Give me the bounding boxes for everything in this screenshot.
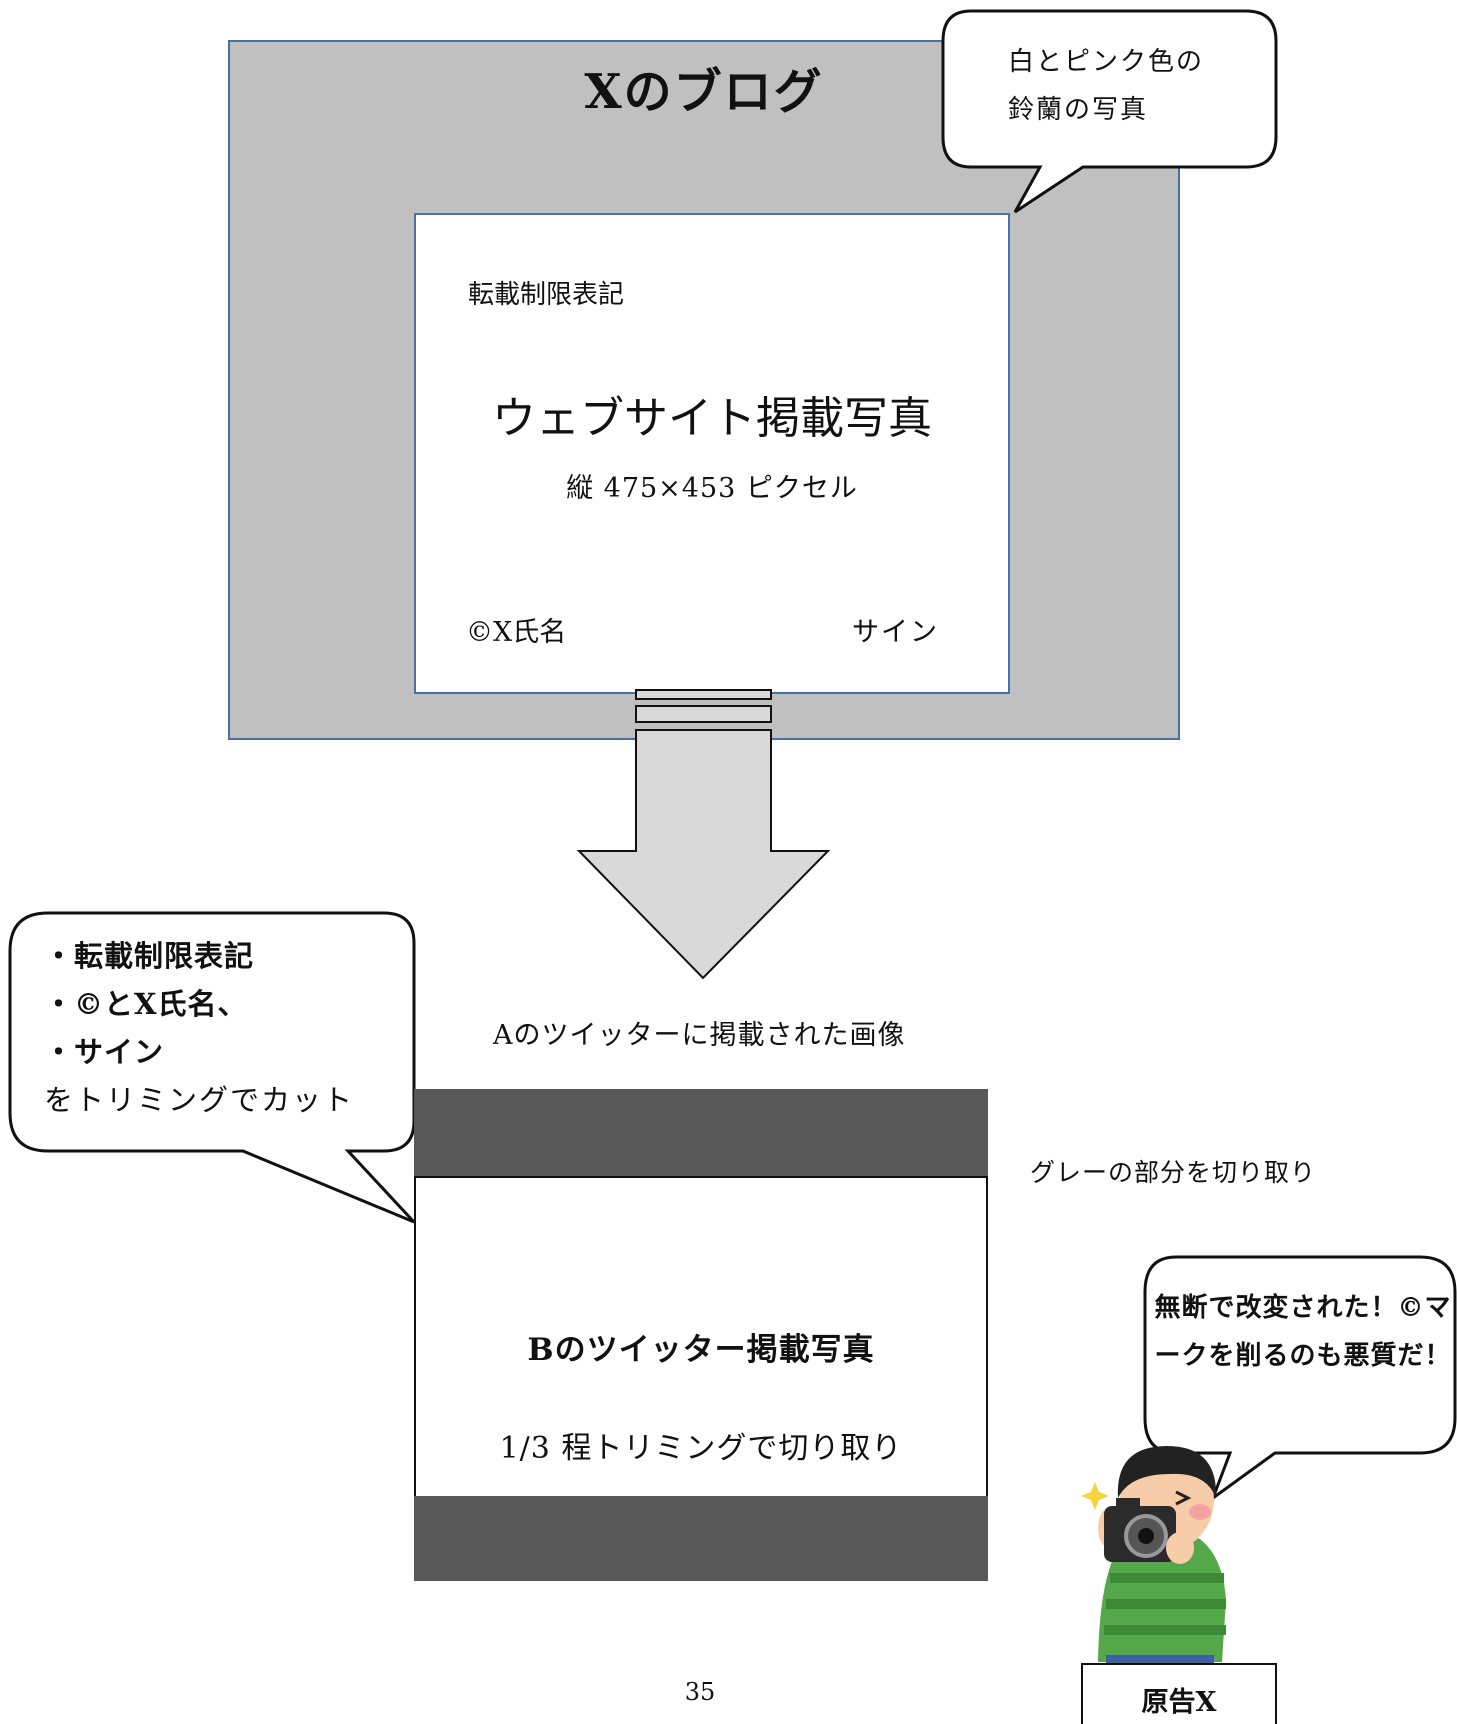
tweet-photo-box	[414, 1176, 988, 1498]
signature-label: サイン	[852, 617, 939, 648]
trimmed-item: ・サイン	[44, 1035, 165, 1069]
trimmed-items-bubble	[8, 911, 416, 1224]
plaintiff-label: 原告X	[1141, 1687, 1217, 1718]
photographer-illustration	[1081, 1446, 1226, 1665]
trimmed-items-text: ・転載制限表記 ・©とX氏名、 ・サイン をトリミングでカット	[44, 932, 354, 1124]
restriction-label: 転載制限表記	[468, 280, 625, 310]
cropped-top-strip	[414, 1089, 988, 1178]
plaintiff-quote-bubble	[1143, 1255, 1457, 1503]
copyright-label: ©X氏名	[466, 617, 567, 648]
plaintiff-box	[1081, 1663, 1277, 1724]
tweet-caption: Aのツイッターに掲載された画像	[493, 1020, 906, 1051]
photo-description-text: 白とピンク色の 鈴蘭の写真	[1008, 38, 1204, 134]
cropped-bottom-strip	[414, 1496, 988, 1581]
page-number: 35	[684, 1678, 716, 1706]
down-arrow	[576, 689, 831, 980]
photo-description-line: 白とピンク色の	[1008, 47, 1205, 77]
sparkle-icon	[1081, 1482, 1109, 1510]
photo-description-line: 鈴蘭の写真	[1008, 95, 1149, 125]
trimmed-item: ・©とX氏名、	[44, 987, 248, 1021]
trimmed-item: ・転載制限表記	[44, 939, 255, 973]
trim-note: 1/3 程トリミングで切り取り	[499, 1431, 903, 1466]
plaintiff-quote-text: 無断で改変された！©マークを削るのも悪質だ！	[1154, 1293, 1452, 1371]
website-photo-size: 縦 475×453 ピクセル	[566, 473, 858, 504]
gray-note: グレーの部分を切り取り	[1030, 1158, 1317, 1187]
website-photo-title: ウェブサイト掲載写真	[492, 393, 932, 444]
photo-description-bubble	[941, 9, 1278, 214]
blog-title: Xのブログ	[584, 64, 824, 120]
tweet-photo-title: Bのツイッター掲載写真	[527, 1332, 875, 1368]
trimmed-item: をトリミングでカット	[44, 1083, 355, 1117]
